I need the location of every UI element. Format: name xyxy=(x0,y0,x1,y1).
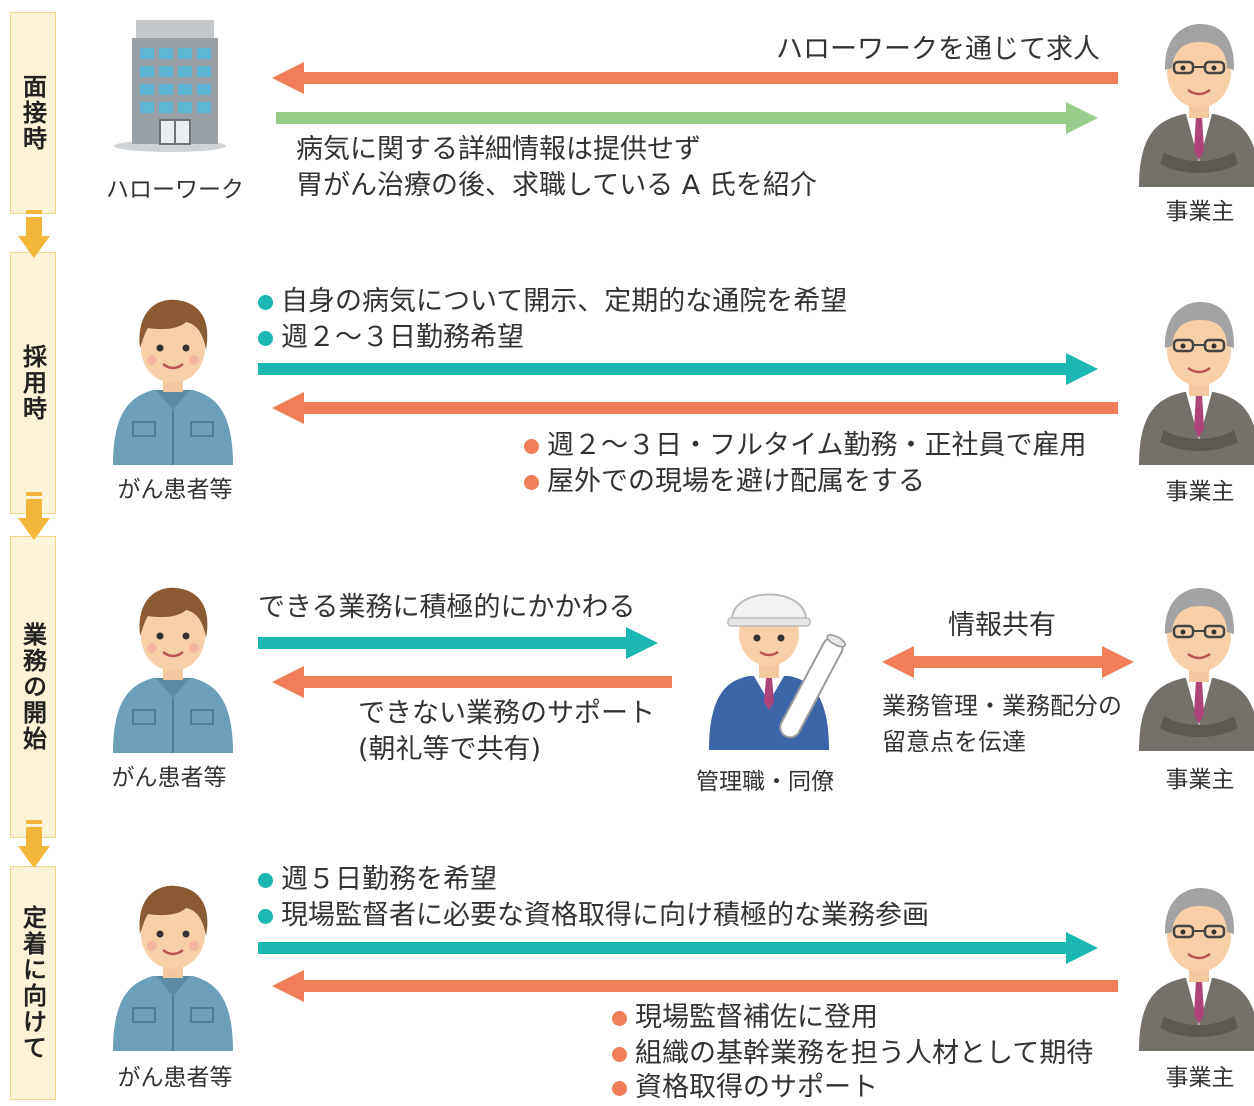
stage-label: 採用時 xyxy=(18,344,47,422)
bullet-text: 週５日勤務を希望 xyxy=(281,864,497,895)
employer-avatar xyxy=(1137,886,1254,1053)
building-icon xyxy=(114,20,226,152)
retention-request-item: 現場監督者に必要な資格取得に向け積極的な業務参画 xyxy=(258,898,929,934)
hiring-request-item: 週２～３日勤務希望 xyxy=(258,320,524,356)
hiring-response-item: 屋外での現場を避け配属をする xyxy=(524,464,925,500)
stage-hiring: 採用時 xyxy=(10,252,56,514)
arrow-info-share-both xyxy=(882,646,1134,678)
stage-label: 業務の開始 xyxy=(18,622,47,752)
note-text-line2: 留意点を伝達 xyxy=(882,728,1026,756)
bullet-dot xyxy=(524,438,539,454)
employer-label: 事業主 xyxy=(1165,479,1235,505)
bullet-text: 資格取得のサポート xyxy=(635,1072,878,1103)
bullet-text: 週２～３日・フルタイム勤務・正社員で雇用 xyxy=(547,430,1087,461)
bullet-dot xyxy=(258,872,273,888)
intro-text-line1: 病気に関する詳細情報は提供せず xyxy=(296,134,701,165)
arrow-employer-to-patient xyxy=(272,970,1118,1002)
retention-response-item: 組織の基幹業務を担う人材として期待 xyxy=(612,1036,1093,1072)
retention-request-item: 週５日勤務を希望 xyxy=(258,862,497,898)
arrow-employer-to-patient xyxy=(272,392,1118,424)
arrow-patient-to-employer xyxy=(258,932,1098,964)
arrow-manager-to-patient xyxy=(272,666,672,698)
stage-down-arrow xyxy=(18,820,50,868)
manager-label: 管理職・同僚 xyxy=(696,769,834,795)
info-share-text: 情報共有 xyxy=(948,610,1056,641)
employer-avatar xyxy=(1137,300,1254,467)
hiring-request-item: 自身の病気について開示、定期的な通院を希望 xyxy=(258,284,847,320)
arrow-patient-to-manager xyxy=(258,627,658,659)
arrow-patient-to-employer xyxy=(258,353,1098,385)
hiring-response-item: 週２～３日・フルタイム勤務・正社員で雇用 xyxy=(524,428,1086,464)
hello-work-label: ハローワーク xyxy=(106,177,244,203)
job-offer-text: ハローワークを通じて求人 xyxy=(776,34,1100,65)
employer-avatar xyxy=(1137,22,1254,189)
stage-work-start: 業務の開始 xyxy=(10,536,56,838)
patient-avatar xyxy=(111,884,235,1053)
bullet-dot xyxy=(524,474,539,490)
patient-avatar xyxy=(111,298,235,467)
bullet-text: 現場監督補佐に登用 xyxy=(635,1002,878,1033)
bullet-dot xyxy=(612,1010,627,1026)
stage-retention: 定着に向けて xyxy=(10,866,56,1100)
employer-label: 事業主 xyxy=(1165,199,1235,225)
bullet-text: 屋外での現場を避け配属をする xyxy=(547,466,925,497)
bullet-dot xyxy=(258,330,273,346)
stage-label: 定着に向けて xyxy=(18,905,47,1061)
bullet-text: 現場監督者に必要な資格取得に向け積極的な業務参画 xyxy=(281,900,929,931)
employer-label: 事業主 xyxy=(1165,1065,1235,1091)
patient-avatar xyxy=(111,586,235,755)
note-text-line1: 業務管理・業務配分の xyxy=(882,692,1122,720)
manager-avatar xyxy=(707,593,849,752)
bullet-text: 組織の基幹業務を担う人材として期待 xyxy=(635,1038,1094,1069)
stage-down-arrow xyxy=(18,210,50,258)
arrow-hellowork-to-employer xyxy=(276,102,1098,134)
arrow-employer-to-hellowork xyxy=(272,62,1118,94)
bullet-text: 自身の病気について開示、定期的な通院を希望 xyxy=(281,286,848,317)
bullet-dot xyxy=(612,1046,627,1062)
retention-response-item: 現場監督補佐に登用 xyxy=(612,1000,878,1036)
stage-down-arrow xyxy=(18,492,50,540)
employer-avatar xyxy=(1137,586,1254,753)
bullet-text: 週２～３日勤務希望 xyxy=(281,322,524,353)
patient-label: がん患者等 xyxy=(117,1065,233,1091)
support-text-line1: できない業務のサポート xyxy=(358,698,655,729)
bullet-dot xyxy=(612,1080,627,1096)
bullet-dot xyxy=(258,294,273,310)
stage-interview: 面接時 xyxy=(10,12,56,214)
engage-text: できる業務に積極的にかかわる xyxy=(258,592,636,623)
stage-label: 面接時 xyxy=(18,74,47,152)
patient-label: がん患者等 xyxy=(117,477,233,503)
retention-response-item: 資格取得のサポート xyxy=(612,1070,878,1106)
support-text-line2: (朝礼等で共有) xyxy=(358,734,542,765)
employer-label: 事業主 xyxy=(1165,767,1235,793)
intro-text-line2: 胃がん治療の後、求職している A 氏を紹介 xyxy=(296,170,817,201)
patient-label: がん患者等 xyxy=(111,765,227,791)
bullet-dot xyxy=(258,908,273,924)
